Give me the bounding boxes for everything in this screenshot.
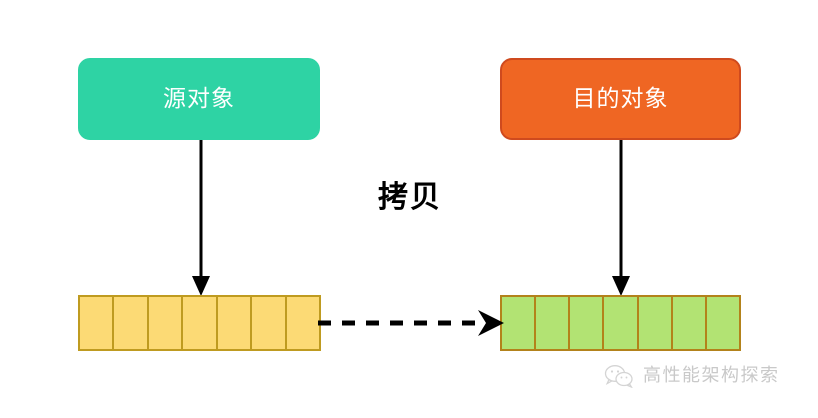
array-cell [252,297,287,349]
source-object-box: 源对象 [78,58,320,140]
destination-down-arrow-icon [612,140,630,296]
watermark: 高性能架构探索 [604,364,780,388]
array-cell [114,297,149,349]
array-cell [536,297,571,349]
watermark-text: 高性能架构探索 [643,365,780,386]
array-cell [183,297,218,349]
array-cell [638,297,673,349]
array-cell [706,297,739,349]
array-cell [148,297,184,349]
array-cell [502,297,537,349]
array-cell [286,297,319,349]
copy-label: 拷贝 [378,180,442,215]
copy-dashed-arrow-icon [318,310,504,336]
array-cell [672,297,707,349]
wechat-logo-icon [604,365,633,388]
array-cell [604,297,639,349]
array-cell [217,297,253,349]
destination-memory-array [500,295,741,351]
source-memory-array [78,295,321,351]
array-cell [80,297,115,349]
source-down-arrow-icon [192,140,210,296]
destination-object-label: 目的对象 [572,85,669,112]
source-object-label: 源对象 [163,85,235,112]
array-cell [570,297,605,349]
destination-object-box: 目的对象 [500,58,741,140]
